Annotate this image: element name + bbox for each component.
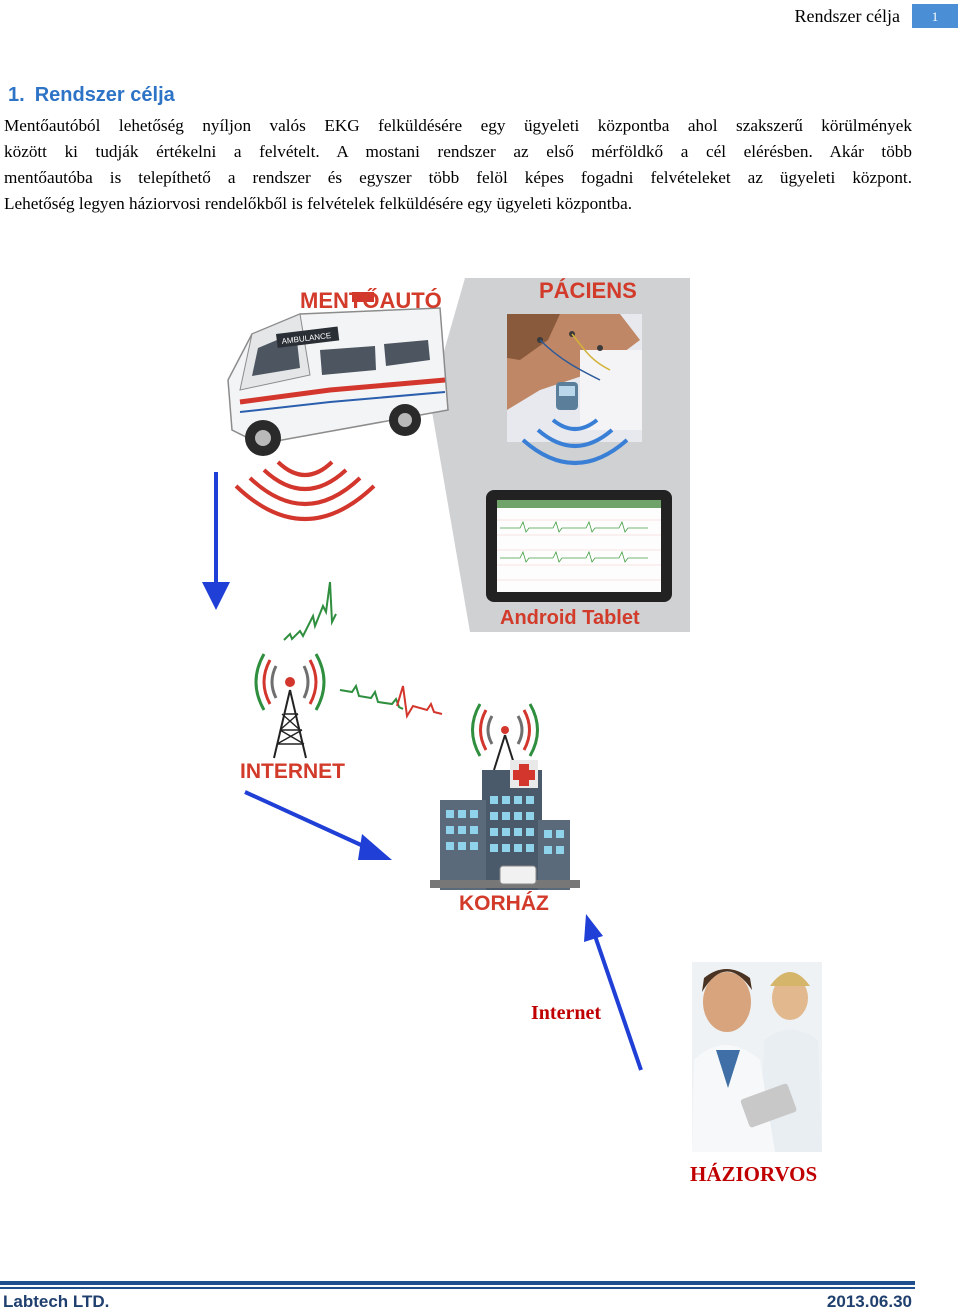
arrow-from-doctor [584, 914, 643, 1071]
doctor-photo [692, 962, 822, 1152]
section-title: Rendszer célja [34, 84, 175, 106]
patient-signal-waves [521, 418, 629, 465]
paragraph-line-4: Lehetőség legyen háziorvosi rendelőkből … [4, 194, 633, 213]
paragraph-line-3: mentőautóba is telepíthető a rendszer és… [4, 168, 912, 187]
tablet-label: Android Tablet [500, 607, 640, 629]
system-diagram: AMBULANCE [0, 230, 960, 1230]
hospital-tower-icon [471, 703, 539, 771]
footer-date: 2013.06.30 [826, 1292, 912, 1311]
patient-photo [507, 314, 642, 442]
ambulance-icon: AMBULANCE [227, 292, 449, 456]
arrow-to-hospital [244, 790, 392, 860]
internet-tower-icon [254, 653, 326, 759]
footer-company: Labtech LTD. [3, 1292, 110, 1311]
doctor-label: HÁZIORVOS [690, 1162, 818, 1186]
header-title: Rendszer célja [794, 6, 900, 26]
section-heading: 1. Rendszer célja [8, 84, 175, 107]
ambulance-signal-waves [234, 460, 376, 521]
ecg-wave-2 [339, 683, 443, 719]
paragraph-line-2: között ki tudják értékelni a felvételt. … [4, 142, 912, 161]
footer-rule-thick [0, 1281, 915, 1285]
footer-rule-thin [0, 1287, 915, 1289]
diagram-canvas: AMBULANCE [202, 278, 822, 1152]
body-paragraph: Mentőautóból lehetőség nyíljon valós EKG… [4, 113, 912, 217]
paragraph-line-1: Mentőautóból lehetőség nyíljon valós EKG… [4, 116, 912, 135]
tablet-device [486, 490, 672, 602]
internet-arrow-label: Internet [531, 1002, 601, 1024]
ecg-wave-1 [283, 581, 337, 641]
hospital-building-icon [430, 760, 580, 890]
section-number: 1. [8, 84, 25, 106]
page-number-badge: 1 [912, 4, 958, 28]
patient-label: PÁCIENS [539, 278, 637, 303]
internet-label: INTERNET [240, 760, 345, 783]
hospital-label: KORHÁZ [459, 892, 549, 915]
ambulance-label: MENTŐAUTÓ [300, 288, 442, 313]
down-arrow [202, 472, 230, 610]
